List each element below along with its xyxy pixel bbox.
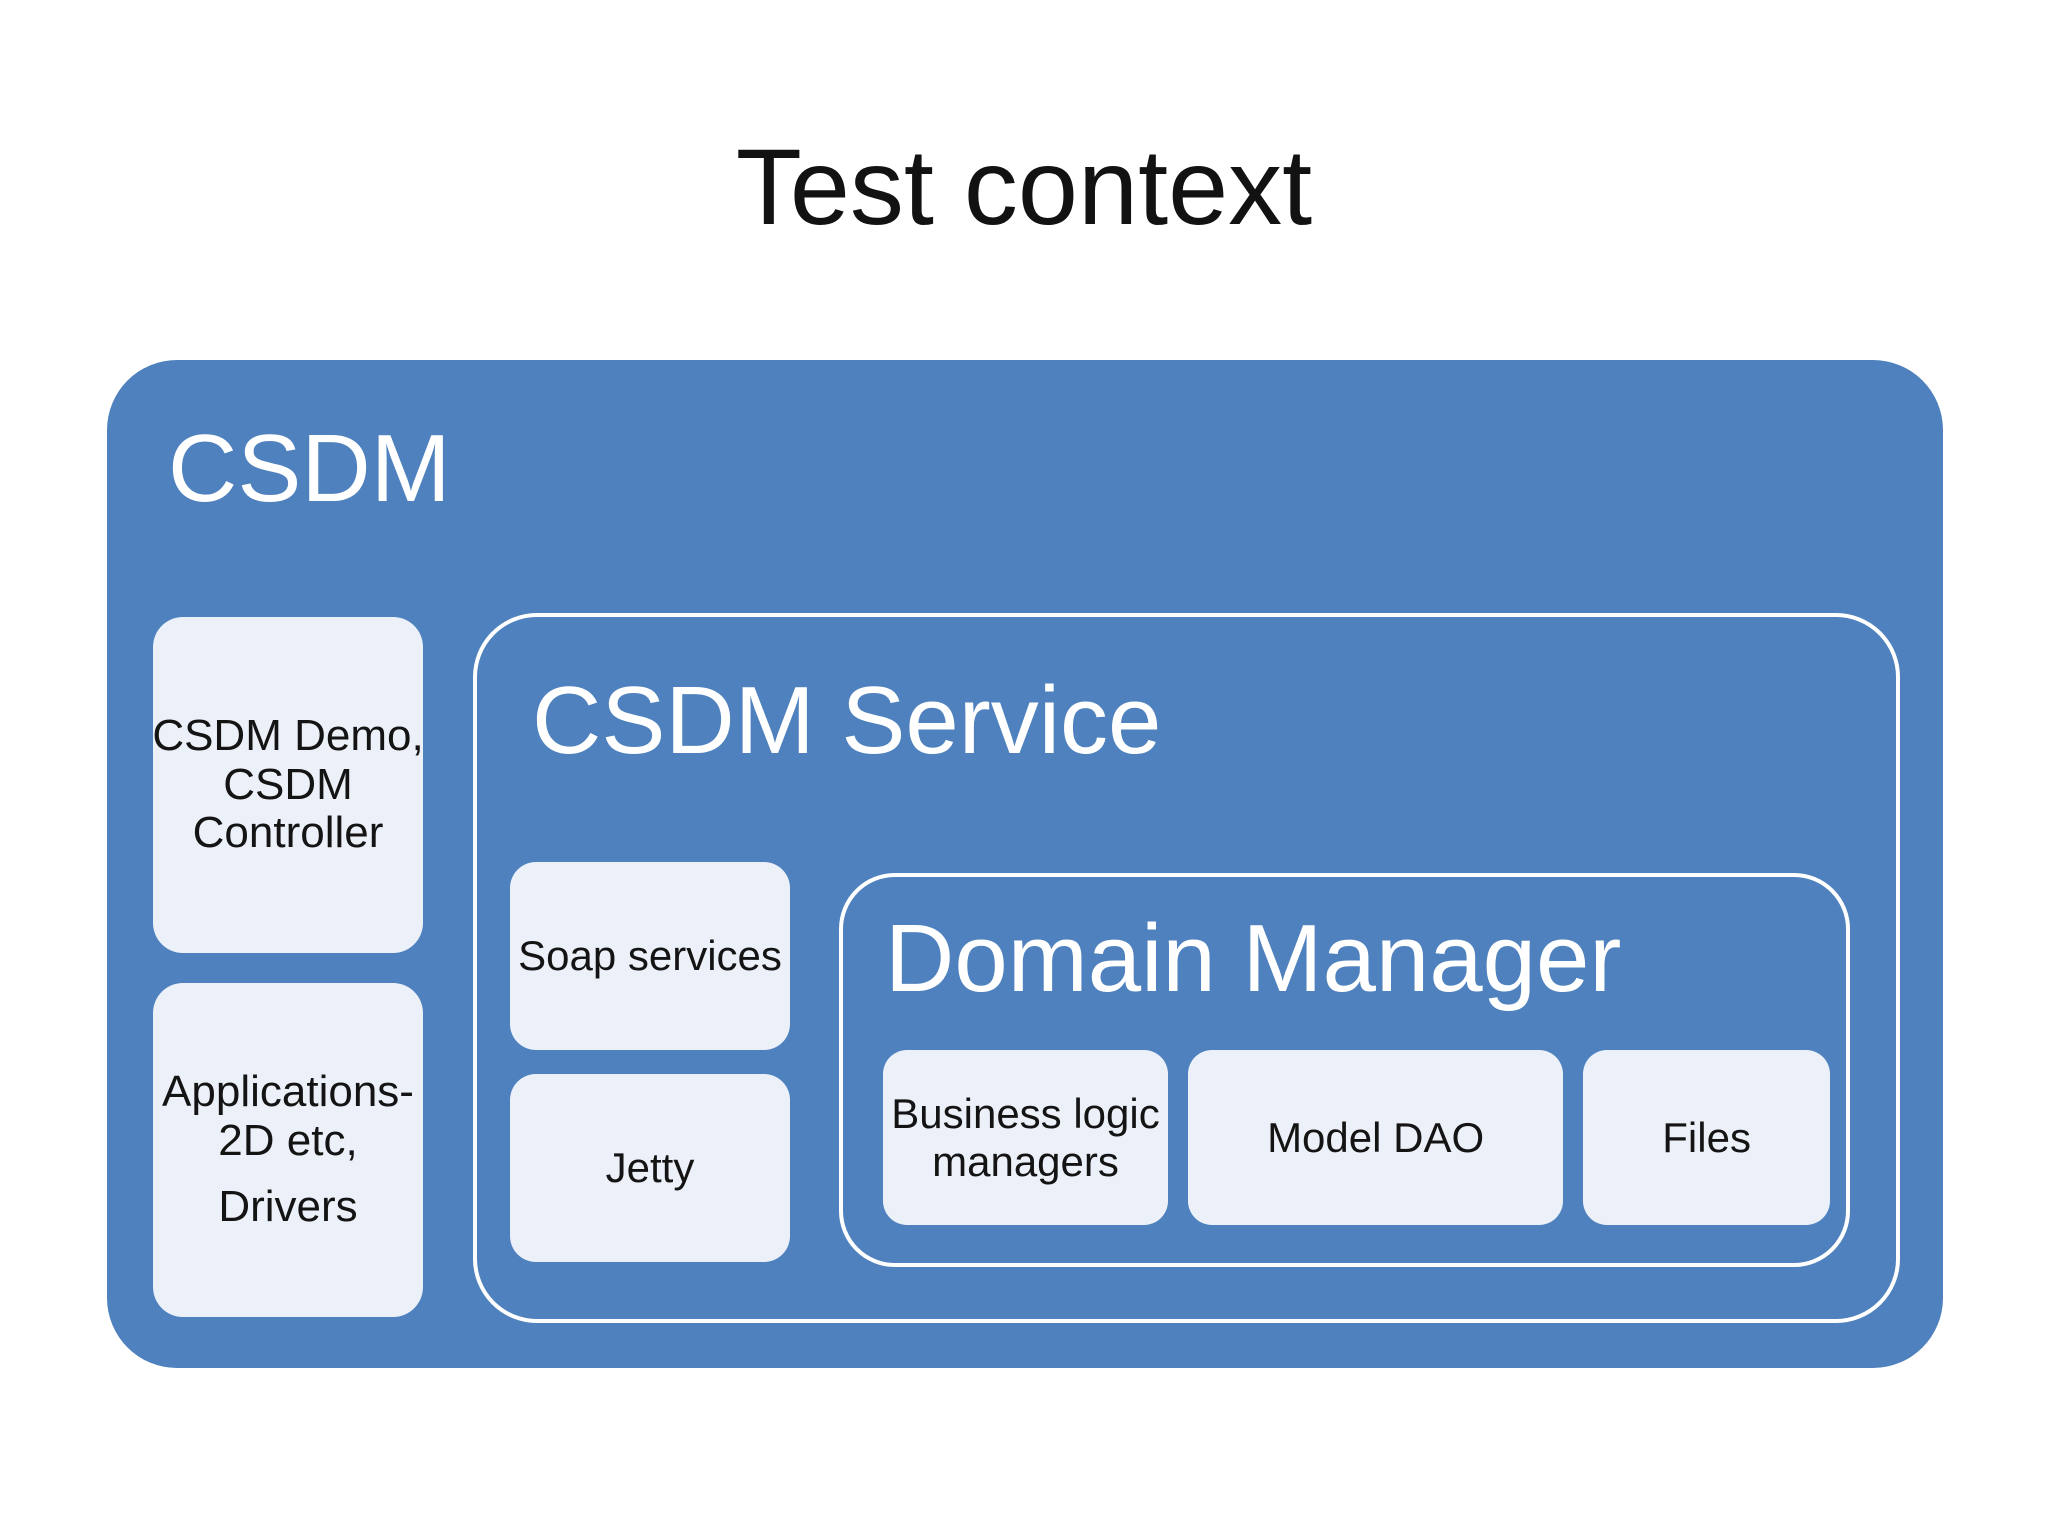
csdm-container: CSDM CSDM Demo, CSDM Controller Applicat… — [107, 360, 1943, 1368]
applications-text: Applications- 2D etc, — [162, 1067, 414, 1165]
slide-title: Test context — [735, 126, 1313, 247]
jetty-box: Jetty — [510, 1074, 790, 1262]
drivers-text: Drivers — [218, 1182, 358, 1232]
csdm-service-container: CSDM Service Soap services Jetty Domain … — [473, 613, 1900, 1323]
files-box: Files — [1583, 1050, 1831, 1225]
applications-drivers-box: Applications- 2D etc, Drivers — [153, 983, 423, 1317]
csdm-service-label: CSDM Service — [532, 667, 1162, 774]
soap-services-box: Soap services — [510, 862, 790, 1050]
business-logic-managers-box: Business logic managers — [883, 1050, 1168, 1225]
csdm-demo-controller-box: CSDM Demo, CSDM Controller — [152, 617, 424, 953]
model-dao-box: Model DAO — [1188, 1050, 1564, 1225]
domain-manager-container: Domain Manager Business logic managers M… — [839, 873, 1850, 1267]
domain-manager-label: Domain Manager — [885, 905, 1622, 1012]
domain-manager-items-row: Business logic managers Model DAO Files — [883, 1050, 1831, 1225]
csdm-container-label: CSDM — [168, 415, 451, 522]
